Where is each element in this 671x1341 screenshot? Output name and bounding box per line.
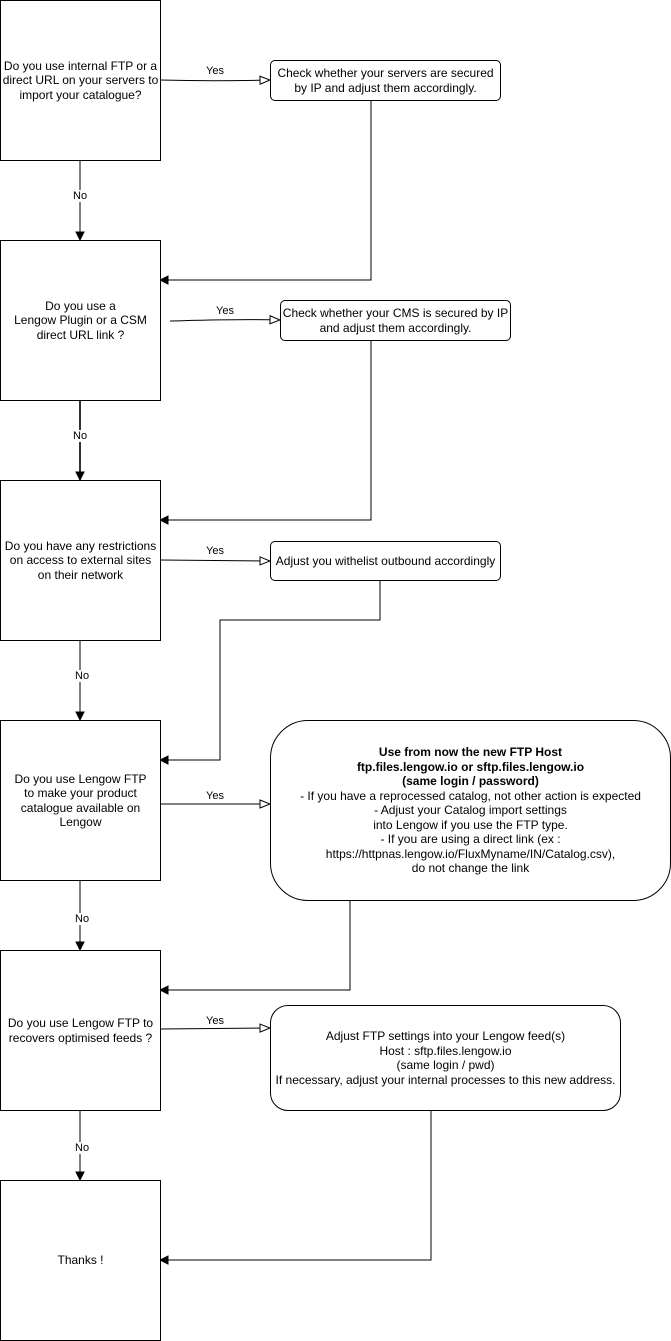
yes-label: Yes <box>205 790 225 802</box>
yes-edge-3 <box>159 560 270 561</box>
no-label: No <box>72 190 89 202</box>
return-edge-4 <box>160 900 351 990</box>
text-line: and adjust them accordingly. <box>319 320 472 335</box>
text-line: Do you use internal FTP or a <box>3 58 158 73</box>
text-line: (same login / pwd) <box>396 1058 495 1072</box>
text-line: import your catalogue? <box>19 87 142 102</box>
no-label: No <box>74 670 91 682</box>
text-line: Adjust FTP settings into your Lengow fee… <box>325 1029 566 1043</box>
action-adjust-ftp-feeds: Adjust FTP settings into your Lengow fee… <box>270 1005 621 1111</box>
question-lengow-ftp-catalogue: Do you use Lengow FTP to make your produ… <box>0 720 161 881</box>
text-line: recovers optimised feeds ? <box>8 1030 153 1045</box>
text-line: catalogue available on <box>20 800 141 815</box>
text-line: Lengow <box>59 815 102 829</box>
yes-label: Yes <box>205 545 225 557</box>
question-internal-ftp: Do you use internal FTP or a direct URL … <box>0 0 161 161</box>
text-line: - If you have a reprocessed catalog, not… <box>300 788 641 803</box>
return-edge-3 <box>160 580 381 760</box>
text-line: do not change the link <box>411 861 530 876</box>
text-line-bold: ftp.files.lengow.io or sftp.files.lengow… <box>356 759 585 774</box>
action-check-servers-ip: Check whether your servers are secured b… <box>270 60 501 101</box>
no-label: No <box>74 913 91 925</box>
yes-edge-1 <box>159 80 270 81</box>
yes-edge-5 <box>159 1028 270 1029</box>
yes-label: Yes <box>205 65 225 77</box>
text-line: Lengow Plugin or a CSM <box>14 313 147 328</box>
text-line: Do you have any restrictions <box>4 538 157 553</box>
text-line: Host : sftp.files.lengow.io <box>379 1043 512 1058</box>
text-line: direct URL on your servers to <box>2 73 159 88</box>
yes-label: Yes <box>215 305 235 317</box>
text-line: on their network <box>37 567 124 582</box>
text-line-bold: (same login / password) <box>402 774 539 789</box>
text-line: Adjust you withelist outbound accordingl… <box>275 553 496 568</box>
action-check-cms-ip: Check whether your CMS is secured by IP … <box>280 300 511 341</box>
text-line: - Adjust your Catalog import settings <box>374 803 567 818</box>
no-label: No <box>74 1142 91 1154</box>
yes-label: Yes <box>205 1015 225 1027</box>
text-line: into Lengow if you use the FTP type. <box>373 817 568 832</box>
end-node-thanks: Thanks ! <box>0 1180 161 1341</box>
text-line: Do you use Lengow FTP to <box>7 1016 154 1030</box>
action-adjust-whitelist: Adjust you withelist outbound accordingl… <box>270 541 501 581</box>
text-line: direct URL link ? <box>36 327 125 342</box>
action-new-ftp-host: Use from now the new FTP Host ftp.files.… <box>270 720 671 901</box>
question-lengow-ftp-feeds: Do you use Lengow FTP to recovers optimi… <box>0 950 161 1111</box>
return-edge-5 <box>160 1110 432 1260</box>
return-edge-1 <box>160 100 372 280</box>
text-line: Do you use Lengow FTP <box>14 771 147 786</box>
question-network-restrictions: Do you have any restrictions on access t… <box>0 480 161 641</box>
return-edge-2 <box>160 340 372 520</box>
text-line: https://httpnas.lengow.io/FluxMyname/IN/… <box>325 846 616 861</box>
yes-edge-2 <box>169 320 280 321</box>
text-line-bold: Use from now the new FTP Host <box>378 745 563 760</box>
text-line: If necessary, adjust your internal proce… <box>275 1072 616 1087</box>
question-lengow-plugin: Do you use a Lengow Plugin or a CSM dire… <box>0 240 161 401</box>
text-line: Check whether your servers are secured <box>277 66 494 80</box>
text-line: Do you use a <box>45 298 116 313</box>
text-line: to make your product <box>24 786 137 800</box>
no-label: No <box>72 430 89 442</box>
text-line: by IP and adjust them accordingly. <box>294 80 477 95</box>
text-line: Check whether your CMS is secured by IP <box>282 306 509 320</box>
text-line: Thanks ! <box>57 1253 104 1268</box>
text-line: - If you are using a direct link (ex : <box>380 832 561 847</box>
text-line: on access to external sites <box>9 553 152 568</box>
